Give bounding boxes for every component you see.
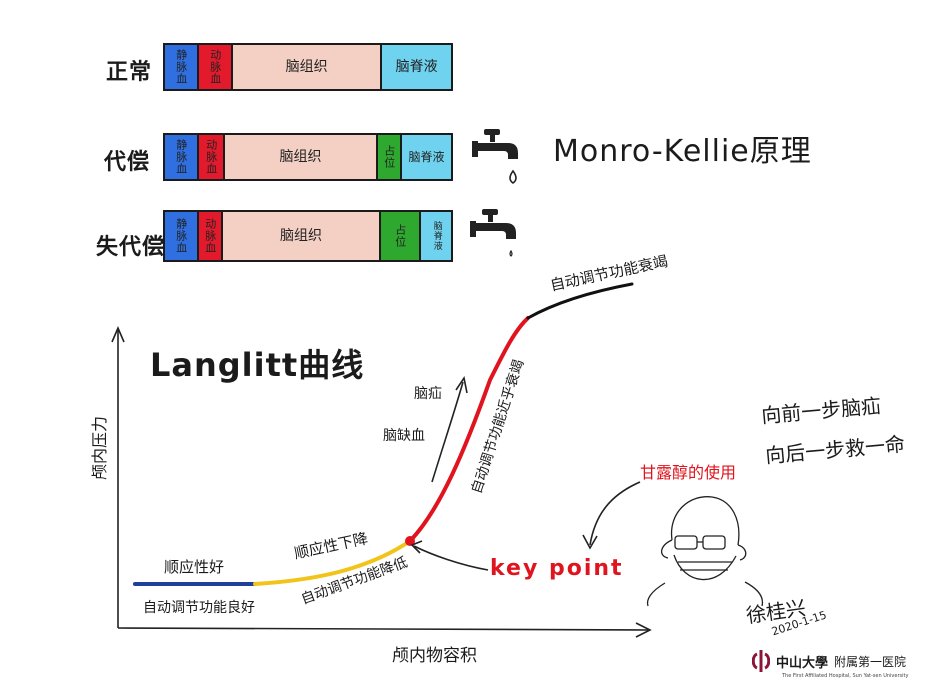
key-point-marker (405, 536, 415, 546)
key-point-label: key point (490, 556, 624, 581)
y-axis-arrow-icon (111, 325, 125, 343)
segment-venous: 静脉血 (165, 45, 199, 89)
university-emblem-icon (752, 650, 770, 672)
langlitt-title: Langlitt曲线 (150, 346, 365, 384)
key-point-arrow (413, 545, 489, 571)
x-axis (117, 627, 651, 631)
segment-mass: 占位 (377, 135, 402, 179)
segment-arterial: 动脉血 (199, 135, 225, 179)
segment-venous: 静脉血 (165, 135, 199, 179)
x-axis-label: 颅内物容积 (392, 646, 477, 666)
curve-phase-red (408, 316, 530, 543)
bar-decompensation: 静脉血 动脉血 脑组织 占位 脑脊液 (163, 210, 453, 262)
key-point-arrow-head-icon (410, 540, 423, 554)
phase-blue-top-label: 顺应性好 (164, 558, 225, 576)
segment-csf: 脑脊液 (382, 45, 451, 89)
doctor-portrait (646, 496, 764, 607)
logo-english-name: The First Affiliated Hospital, Sun Yat-s… (782, 673, 909, 679)
arrow-label-ischemia: 脑缺血 (383, 428, 425, 444)
hospital-logo: 中山大學 附属第一医院 (752, 650, 906, 672)
faucet-drop-icon (470, 209, 516, 257)
segment-venous: 静脉血 (165, 212, 199, 260)
curve-phase-yellow (253, 539, 412, 586)
x-axis-arrow-icon (635, 622, 652, 638)
phase-blue-bottom-label: 自动调节功能良好 (143, 600, 255, 616)
segment-brain-tissue: 脑组织 (225, 135, 378, 179)
monro-kellie-title: Monro-Kellie原理 (553, 134, 812, 169)
segment-mass: 占位 (381, 212, 421, 260)
logo-hospital-name: 附属第一医院 (834, 654, 907, 669)
mannitol-arrow-head-icon (582, 534, 598, 550)
segment-brain-tissue: 脑组织 (233, 45, 383, 89)
row-label-normal: 正常 (106, 60, 153, 85)
row-label-decompensation: 失代偿 (96, 235, 166, 260)
arrow-label-herniation: 脑疝 (414, 386, 442, 402)
mannitol-arrow (589, 481, 641, 546)
segment-csf: 脑脊液 (421, 212, 451, 260)
y-axis-label: 颅内压力 (90, 415, 109, 480)
upward-arrow-head-icon (455, 375, 468, 394)
logo-university-name: 中山大學 (776, 655, 829, 671)
segment-arterial: 动脉血 (199, 212, 223, 260)
curve-phase-black (526, 282, 634, 320)
segment-brain-tissue: 脑组织 (223, 212, 381, 260)
bar-compensation: 静脉血 动脉血 脑组织 占位 脑脊液 (163, 133, 453, 181)
upward-arrow (431, 381, 464, 483)
bar-normal: 静脉血 动脉血 脑组织 脑脊液 (163, 43, 453, 91)
segment-csf: 脑脊液 (401, 135, 451, 179)
row-label-compensation: 代偿 (104, 150, 151, 175)
mannitol-label: 甘露醇的使用 (640, 463, 737, 482)
faucet-dripping-icon (472, 129, 518, 184)
segment-arterial: 动脉血 (199, 45, 233, 89)
